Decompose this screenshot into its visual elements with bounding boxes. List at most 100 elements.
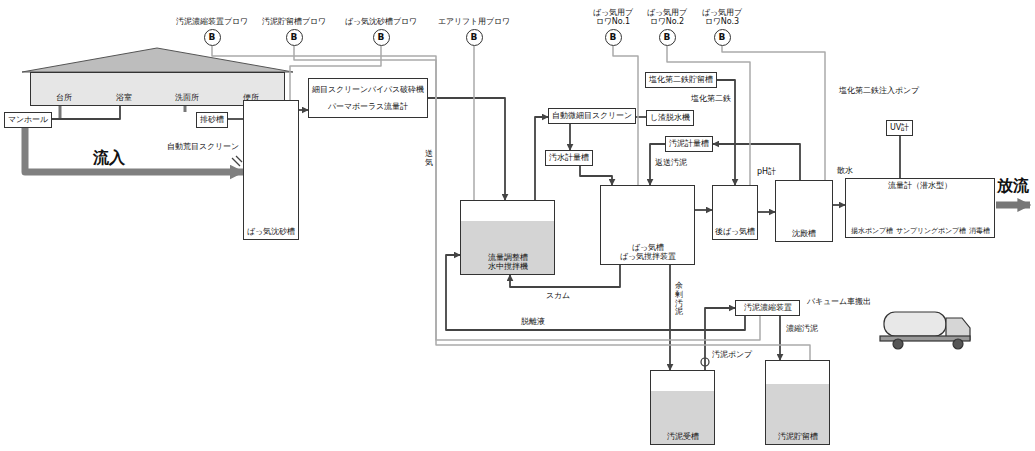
- node-label: 汚泥貯留槽: [778, 432, 818, 442]
- blower-unit: ばっ気沈砂槽ブロワ B: [341, 2, 421, 46]
- blower-symbol: B: [204, 29, 221, 46]
- node-label: 流量計（潜水型）: [849, 181, 991, 191]
- flow-pipe: [758, 211, 775, 213]
- node-label: 洗面所: [175, 93, 199, 103]
- air-pipe: [290, 46, 381, 100]
- flow-pipe: [228, 118, 243, 120]
- node-label: サンプリングポンプ槽: [896, 227, 966, 235]
- node-label: 後ばっ気槽: [715, 227, 755, 237]
- node-label: パーマボーラス流量計: [328, 102, 408, 112]
- aerated-grit-chamber: ばっ気沈砂槽: [243, 100, 299, 240]
- edge-label: 脱離液: [520, 317, 546, 327]
- node-label: 汚泥濃縮装置ブロワ: [176, 17, 248, 27]
- edge-label: 塩化第二鉄: [690, 94, 732, 104]
- disinfection-channel: 流量計（潜水型） 揚水ポンプ槽サンプリングポンプ槽消毒槽: [845, 178, 995, 238]
- node-label: ばっ気用ブロワNo.2: [644, 8, 690, 27]
- node-label: 細目スクリーン: [312, 85, 368, 95]
- node-label: 揚水ポンプ槽: [851, 227, 893, 235]
- node-label: ばっ気沈砂槽: [247, 227, 295, 237]
- node-label: 沈殿槽: [792, 229, 816, 239]
- uv-meter: UV計: [886, 120, 913, 136]
- node-label: ばっ気用ブロワNo.3: [699, 8, 745, 27]
- node-label: ばっ気槽: [632, 243, 664, 253]
- flow-pipe: [428, 98, 505, 200]
- node-label: マンホール: [8, 115, 48, 125]
- flow-pipe: [779, 316, 781, 360]
- flow-pipe: [899, 136, 901, 178]
- post-aeration-tank: 後ばっ気槽: [712, 185, 758, 240]
- instrument-label: pH計: [756, 167, 777, 177]
- flow-pipe: [52, 106, 120, 119]
- flow-pipe: [25, 128, 243, 172]
- flow-pipe: [580, 166, 612, 185]
- sludge-receiving-tank: 汚泥受槽: [650, 370, 715, 445]
- discharge-arrow: [996, 202, 1030, 209]
- edge-label: スカム: [545, 291, 571, 301]
- fine-screen-box: 自動微細目スクリーン: [548, 108, 636, 124]
- flow-pipe: [569, 124, 571, 150]
- node-label: し渣脱水機: [650, 113, 690, 123]
- part-label: 塩化第二鉄注入ポンプ: [838, 86, 920, 96]
- house-roof: [22, 48, 293, 72]
- node-label: ばっ気撹拌装置: [620, 252, 676, 262]
- air-pipe: [212, 46, 760, 340]
- node-label: 水中撹拌機: [488, 262, 528, 272]
- blower-unit: ばっ気用ブロワNo.3B: [699, 2, 745, 46]
- flow-pipe: [446, 255, 745, 330]
- chemical-tank: 塩化第二鉄貯留槽: [645, 72, 717, 88]
- node-label: 汚泥貯留槽ブロワ: [262, 17, 326, 27]
- node-label: 排砂槽: [200, 115, 224, 125]
- vacuum-truck: [880, 312, 970, 349]
- flow-pipe: [695, 209, 712, 211]
- blower-symbol: B: [605, 29, 622, 46]
- sludge-thickener: 汚泥濃縮装置: [735, 300, 800, 316]
- part-label: バキューム車搬出: [806, 297, 872, 307]
- aeration-tank: ばっ気槽ばっ気撹拌装置: [600, 185, 695, 265]
- node-label: 汚泥濃縮装置: [744, 303, 792, 313]
- flow-pipe: [705, 308, 735, 370]
- flow-pipe: [833, 204, 845, 206]
- node-label: UV計: [890, 123, 909, 133]
- node-label: 塩化第二鉄貯留槽: [649, 75, 713, 85]
- node-label: 浴室: [116, 93, 132, 103]
- node-label: 破砕機: [400, 85, 424, 95]
- blower-unit: エアリフト用ブロワ B: [434, 2, 514, 46]
- dewatering-machine: し渣脱水機: [646, 110, 694, 126]
- screen-channel: 細目スクリーンバイパス破砕機パーマボーラス流量計: [308, 78, 428, 118]
- flow-pipe: [713, 144, 800, 180]
- node-label: 汚水計量槽: [549, 153, 589, 163]
- blower-symbol: B: [466, 29, 483, 46]
- node-label: 流量調整槽: [488, 253, 528, 263]
- node-label: バイパス: [368, 85, 400, 95]
- flow-equalization-tank: 流量調整槽水中撹拌機: [460, 200, 555, 275]
- edge-label: 流入: [92, 148, 126, 167]
- node-label: ばっ気用ブロワNo.1: [590, 8, 636, 27]
- settling-tank: 沈殿槽: [775, 180, 833, 242]
- part-label: 散水: [836, 166, 854, 176]
- blower-symbol: B: [286, 29, 303, 46]
- sludge-storage-tank: 汚泥貯留槽: [765, 360, 830, 445]
- edge-label: 汚泥ポンプ: [711, 350, 753, 360]
- blower-symbol: B: [659, 29, 676, 46]
- blower-unit: 汚泥濃縮装置ブロワ B: [172, 2, 252, 46]
- node-label: エアリフト用ブロワ: [438, 17, 510, 27]
- node-label: 台所: [56, 93, 72, 103]
- air-pipe: [473, 46, 475, 200]
- grit-tank: 排砂槽: [196, 112, 228, 128]
- air-pipe: [294, 46, 810, 360]
- metering-tank: 汚泥計量槽: [665, 136, 713, 152]
- blower-unit: ばっ気用ブロワNo.2B: [644, 2, 690, 46]
- blower-unit: ばっ気用ブロワNo.1B: [590, 2, 636, 46]
- coarse-screen-symbol: [232, 156, 242, 166]
- blower-unit: 汚泥貯留槽ブロワ B: [256, 2, 332, 46]
- manhole-box: マンホール: [4, 112, 52, 128]
- edge-label: 余剰汚泥: [674, 282, 684, 317]
- node-label: 汚泥計量槽: [669, 139, 709, 149]
- metering-tank: 汚水計量槽: [545, 150, 593, 166]
- blower-symbol: B: [373, 29, 390, 46]
- edge-label: 濃縮汚泥: [785, 324, 819, 334]
- air-pipe: [722, 46, 825, 180]
- node-label: ばっ気沈砂槽ブロワ: [345, 17, 417, 27]
- node-label: 消毒槽: [969, 227, 990, 235]
- air-label: 送気: [424, 150, 434, 168]
